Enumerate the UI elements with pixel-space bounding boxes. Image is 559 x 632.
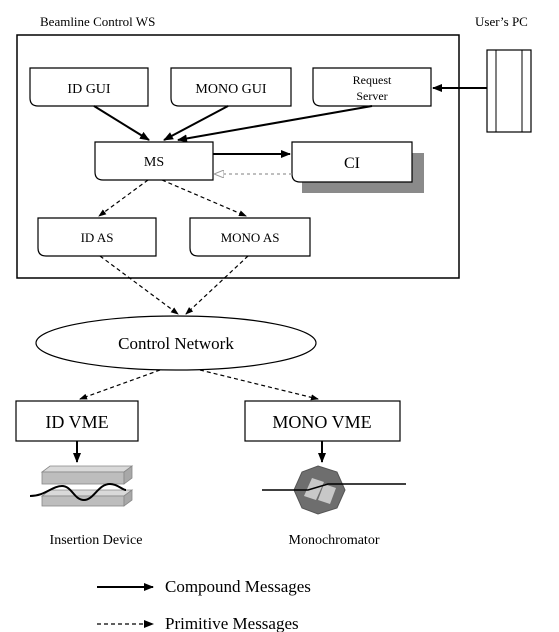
ms-node: MS	[94, 141, 214, 181]
id-gui-node: ID GUI	[29, 67, 149, 107]
arrow-idgui-to-ms	[93, 105, 150, 141]
arrow-monoas-to-network	[185, 255, 249, 315]
request-server-node: Request Server	[312, 67, 432, 107]
control-network-label: Control Network	[118, 334, 234, 353]
control-network-node: Control Network	[35, 315, 317, 371]
workstation-frame	[16, 34, 460, 279]
legend: Compound Messages Primitive Messages	[97, 577, 311, 632]
request-server-label-line1: Request	[353, 73, 392, 87]
arrow-idas-to-network	[99, 255, 179, 315]
ms-label: MS	[144, 155, 164, 170]
insertion-device-label: Insertion Device	[50, 533, 143, 548]
id-as-node: ID AS	[37, 217, 157, 257]
id-gui-label: ID GUI	[67, 82, 110, 97]
arrow-ms-to-idas	[98, 179, 149, 217]
mono-as-label: MONO AS	[221, 230, 280, 245]
ci-node: CI	[291, 141, 424, 193]
arrow-network-to-monovme	[199, 369, 319, 401]
legend-primitive-label: Primitive Messages	[165, 614, 299, 632]
arrow-requestserver-to-ms	[177, 105, 373, 143]
id-vme-node: ID VME	[15, 400, 139, 442]
legend-compound-label: Compound Messages	[165, 577, 311, 596]
arrow-ms-to-monoas	[161, 179, 247, 217]
users-pc-icon	[486, 49, 532, 133]
mono-gui-node: MONO GUI	[170, 67, 292, 107]
arrow-monogui-to-ms	[163, 105, 229, 141]
monochromator-label: Monochromator	[289, 533, 380, 548]
insertion-device-icon	[29, 465, 134, 507]
arrow-network-to-idvme	[79, 369, 161, 400]
users-pc-label: User’s PC	[475, 14, 528, 29]
monochromator-icon	[262, 465, 406, 515]
mono-gui-label: MONO GUI	[195, 82, 267, 97]
id-as-label: ID AS	[81, 230, 114, 245]
workstation-title: Beamline Control WS	[40, 14, 155, 29]
mono-vme-label: MONO VME	[272, 412, 371, 432]
id-vme-label: ID VME	[45, 412, 108, 432]
ci-label: CI	[344, 155, 360, 172]
mono-vme-node: MONO VME	[244, 400, 401, 442]
mono-as-node: MONO AS	[189, 217, 311, 257]
request-server-label-line2: Server	[356, 89, 387, 103]
